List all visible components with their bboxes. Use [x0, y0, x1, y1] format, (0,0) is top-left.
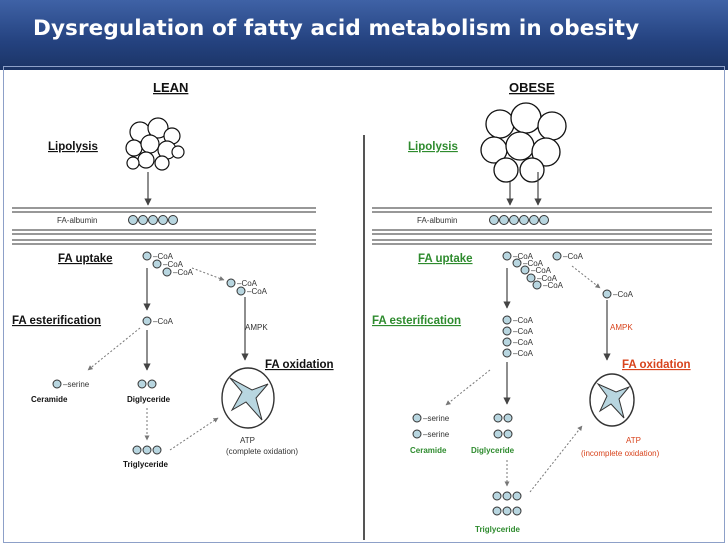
lean-diglyceride-beads	[138, 380, 156, 388]
obese-diglyceride-label: Diglyceride	[471, 446, 515, 455]
obese-ceramide-label: Ceramide	[410, 446, 447, 455]
obese-coa-5: –CoA	[543, 281, 564, 290]
lean-fa-esterification-label: FA esterification	[12, 315, 101, 327]
lean-triglyceride-beads	[133, 446, 161, 454]
obese-serine-2: –serine	[423, 430, 450, 439]
obese-diglyceride-beads	[494, 414, 512, 438]
obese-triglyceride-label: Triglyceride	[475, 525, 520, 534]
obese-fa-uptake-label: FA uptake	[418, 253, 473, 265]
lean-serine-bead	[53, 380, 61, 388]
obese-ester-coa-1: –CoA	[513, 316, 534, 325]
obese-lipolysis-label: Lipolysis	[408, 141, 458, 153]
obese-fa-esterification-label: FA esterification	[372, 315, 461, 327]
obese-serine-1: –serine	[423, 414, 450, 423]
obese-fa-oxidation-label: FA oxidation	[622, 359, 691, 371]
obese-coa-6: –CoA	[563, 252, 584, 261]
obese-mitochondrion	[590, 374, 634, 426]
lean-serine: –serine	[63, 380, 90, 389]
lean-fa-oxidation-label: FA oxidation	[265, 359, 334, 371]
obese-ester-coa-2: –CoA	[513, 327, 534, 336]
obese-ester-coa-3: –CoA	[513, 338, 534, 347]
lean-diglyceride-label: Diglyceride	[127, 395, 171, 404]
lean-fa-albumin-label: FA-albumin	[57, 216, 97, 225]
lean-adipocyte-cluster	[126, 118, 184, 170]
obese-fa-albumin-label: FA-albumin	[417, 216, 457, 225]
lean-ceramide-label: Ceramide	[31, 395, 68, 404]
lean-ester-coa: –CoA	[153, 317, 174, 326]
obese-coa-7: –CoA	[613, 290, 634, 299]
obese-atp-note: (incomplete oxidation)	[581, 449, 660, 458]
obese-atp-label: ATP	[626, 436, 641, 445]
lean-lipolysis-label: Lipolysis	[48, 141, 98, 153]
obese-triglyceride-beads	[493, 492, 521, 515]
lean-ampk-label: AMPK	[245, 323, 268, 332]
lean-coa-5: –CoA	[247, 287, 268, 296]
obese-heading: OBESE	[509, 80, 555, 95]
lean-mitochondrion	[222, 368, 274, 428]
lean-triglyceride-label: Triglyceride	[123, 460, 168, 469]
obese-ester-coa-4: –CoA	[513, 349, 534, 358]
obese-albumin-beads	[490, 216, 549, 225]
lean-membrane-lines-2	[12, 240, 316, 244]
obese-adipocyte-cluster	[481, 103, 566, 182]
obese-ampk-label: AMPK	[610, 323, 633, 332]
obese-panel: OBESE Lipolysis FA-albumin FA uptake –Co…	[372, 80, 712, 534]
lean-panel: LEAN Lipolysis FA-albumin FA uptake –CoA	[12, 80, 334, 469]
lean-atp-note: (complete oxidation)	[226, 447, 298, 456]
lean-atp-label: ATP	[240, 436, 255, 445]
lean-heading: LEAN	[153, 80, 188, 95]
lean-fa-uptake-label: FA uptake	[58, 253, 113, 265]
lean-coa-3: –CoA	[173, 268, 194, 277]
obese-albumin-membranes	[372, 208, 712, 244]
obese-ester-coa-beads	[503, 316, 511, 357]
lean-albumin-beads	[129, 216, 178, 225]
obese-serine-beads	[413, 414, 421, 438]
lean-ester-coa-bead	[143, 317, 151, 325]
